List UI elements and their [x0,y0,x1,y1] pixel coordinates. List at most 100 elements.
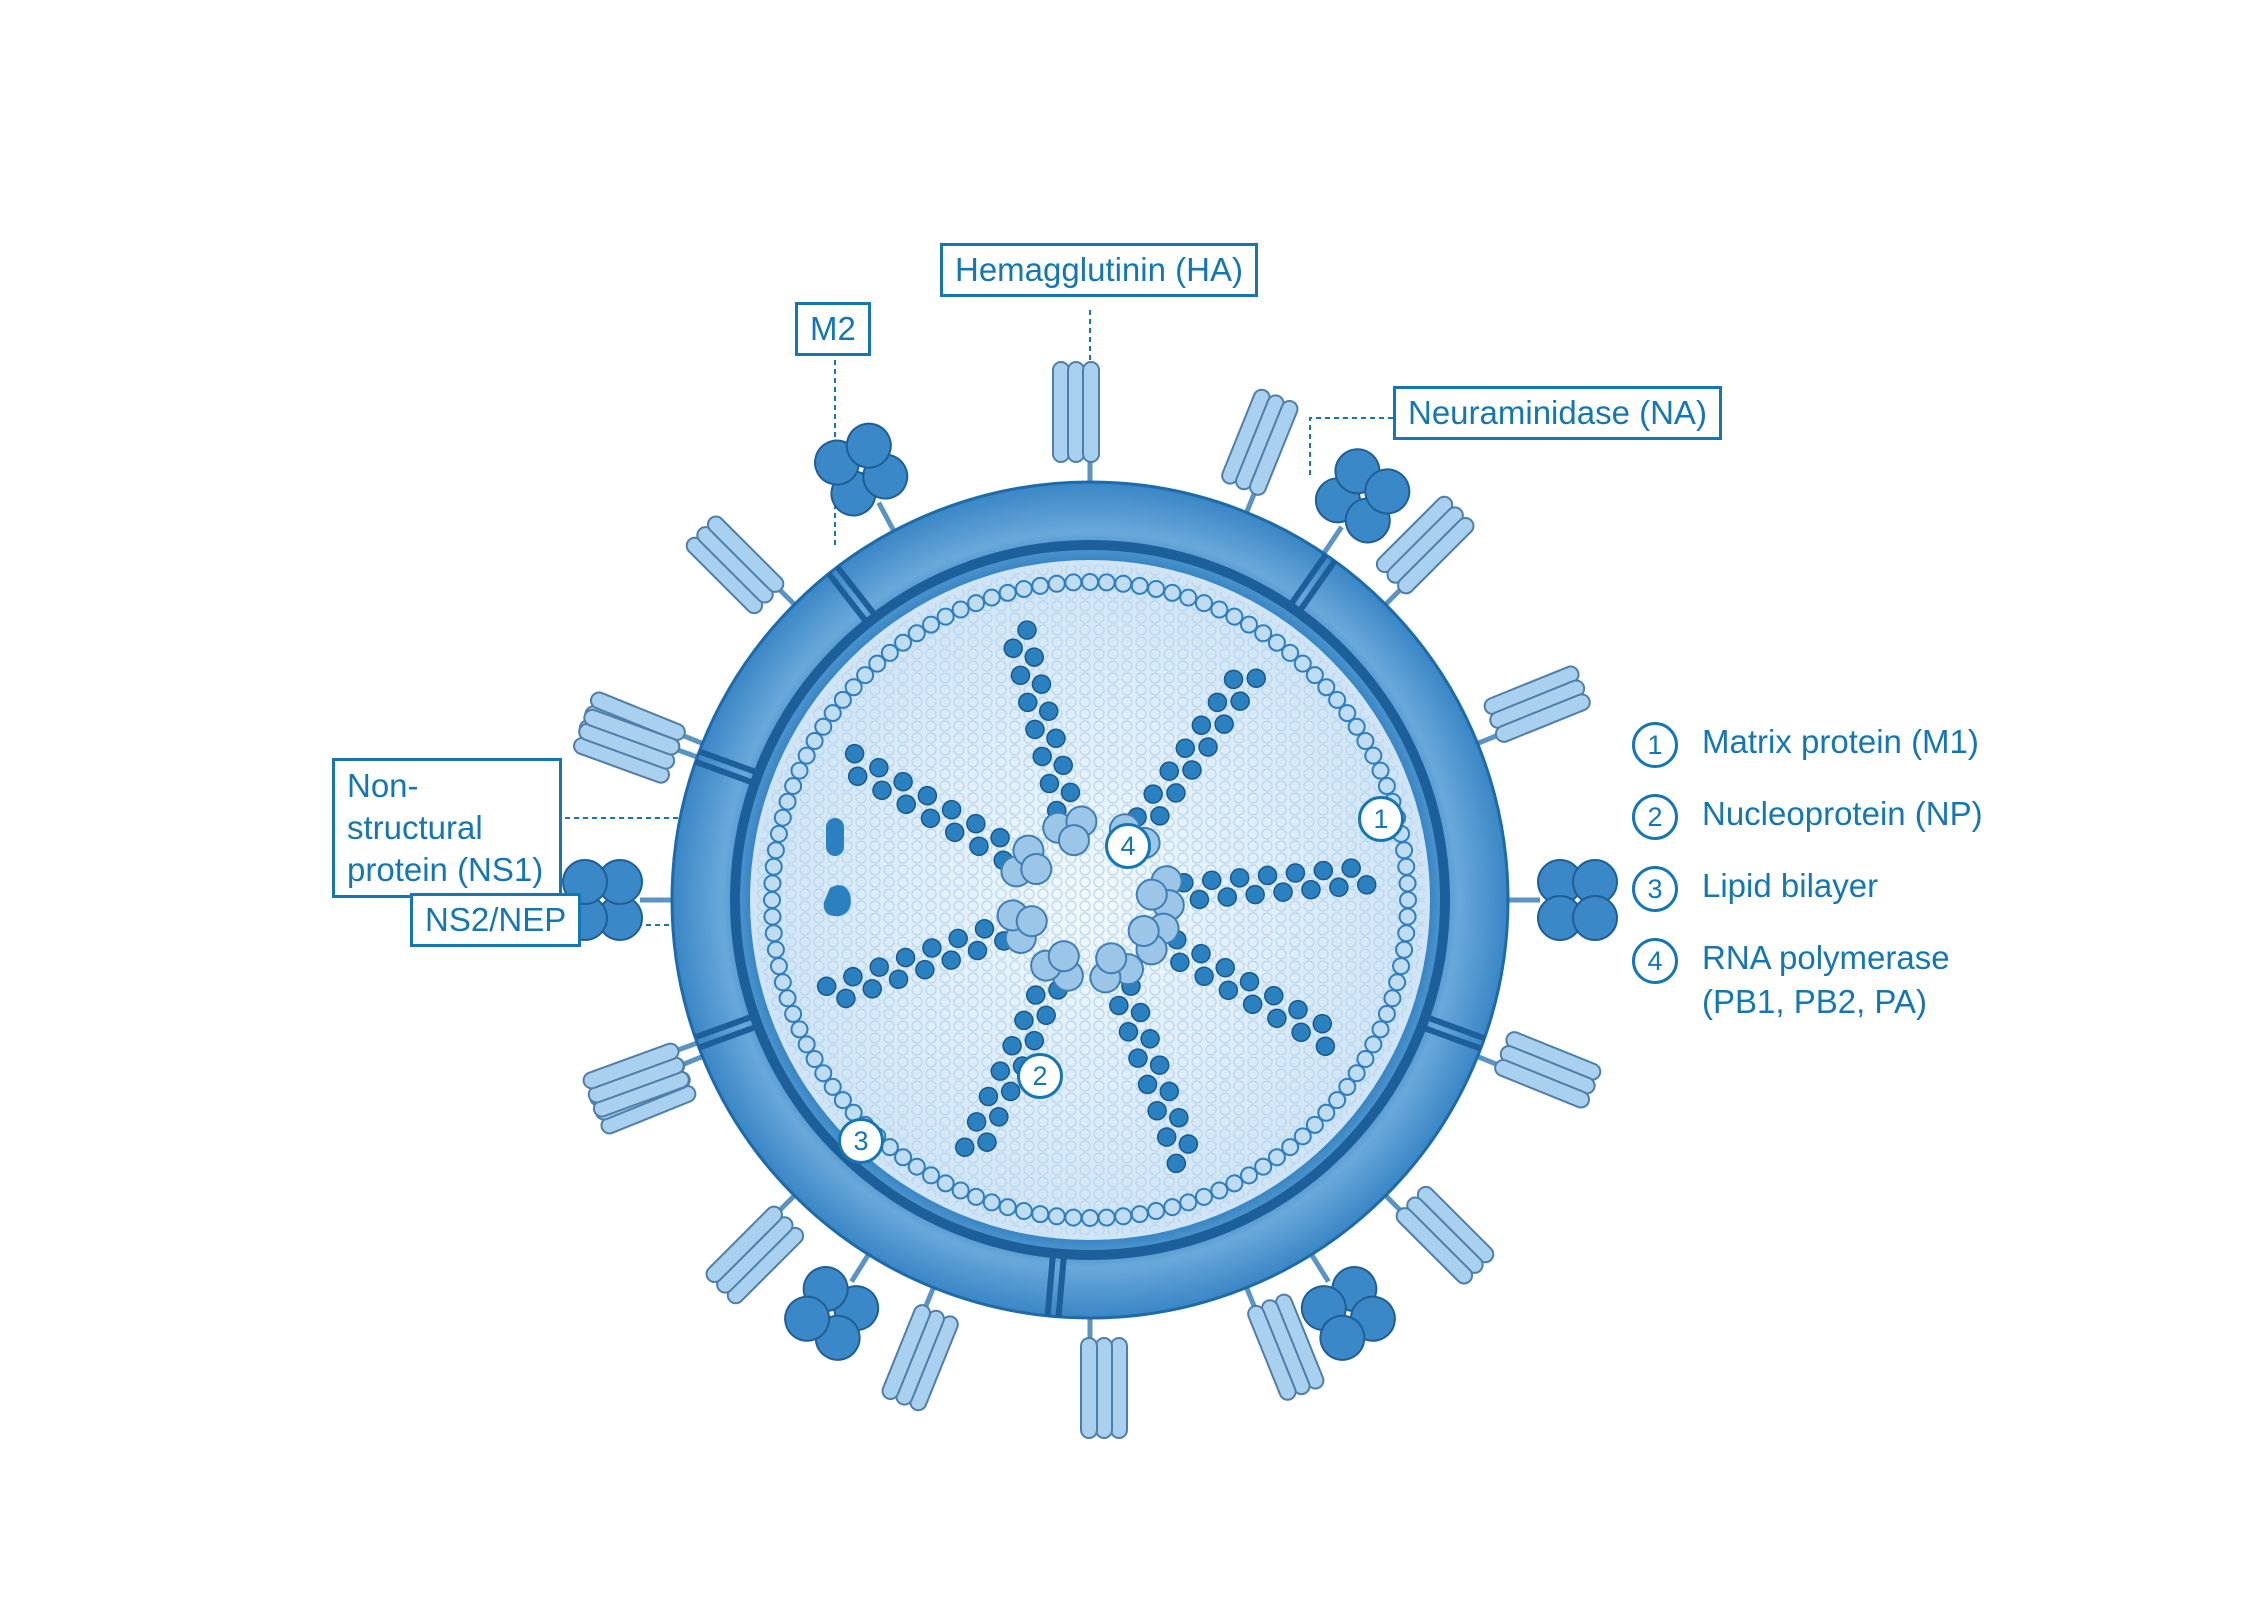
matrix-protein-unit [1114,1207,1133,1226]
matrix-protein-unit [1305,666,1324,685]
hemagglutinin-spike [1241,1279,1325,1401]
m2-channel [1044,1249,1068,1318]
spike-lobe [1247,1304,1297,1401]
viral-envelope [670,480,1510,1320]
legend-label: Nucleoprotein (NP) [1702,795,1983,832]
spike-lobe [1067,361,1085,463]
nucleoprotein-unit [1217,887,1238,907]
nucleoprotein-unit [896,794,916,815]
ns1-label-line2: protein (NS1) [347,851,544,888]
matrix-protein-unit [1377,1004,1396,1023]
matrix-protein-unit [1114,574,1133,593]
matrix-protein-unit [823,1077,842,1096]
hemagglutinin-spike [1378,1185,1495,1285]
matrix-protein-unit [868,654,887,673]
matrix-protein-unit [1130,1205,1149,1224]
nucleoprotein-unit [1140,1029,1160,1049]
matrix-protein-unit [1328,1091,1347,1110]
hemagglutinin-spike [881,1279,959,1412]
nucleoprotein-unit [1060,782,1081,803]
matrix-protein-unit [967,1187,986,1206]
spike-lobe [1082,361,1100,463]
nucleoprotein-unit [1341,858,1361,878]
spike-lobe [1249,399,1299,496]
matrix-protein-unit [1047,1207,1066,1226]
nucleoprotein-unit [977,1132,997,1152]
nucleoprotein-unit [1189,889,1210,910]
rnp-segment [1127,912,1336,1057]
legend-label-line1: RNA polymerase [1702,939,1950,976]
matrix-protein-unit [833,1091,852,1110]
na-head [845,422,892,469]
m2-bar [697,1022,762,1051]
ns-proteins [823,818,851,917]
core-texture [755,565,1425,1235]
nucleoprotein-unit [1242,994,1263,1015]
legend-number: 2 [1632,794,1678,840]
nucleoprotein-unit [1170,952,1190,973]
spike-lobe [1095,1337,1113,1439]
nucleoprotein-unit [969,836,989,857]
m2-label: M2 [795,302,871,356]
nucleoprotein-unit [1201,870,1222,891]
matrix-protein-unit [1047,574,1066,593]
nucleoprotein-unit [1245,884,1265,905]
nucleoprotein-unit [872,780,892,801]
matrix-protein-unit [894,633,913,652]
matrix-protein-unit [784,1004,803,1023]
matrix-protein-unit [1395,841,1414,860]
hemagglutinin-spike [685,515,802,615]
matrix-protein-unit [778,792,797,811]
nucleoprotein-unit [1313,860,1334,881]
nucleoprotein-unit [920,808,941,829]
legend-item-nucleoprotein: 2 Nucleoprotein (NP) [1632,794,2192,866]
nucleoprotein-unit [1149,1055,1170,1075]
nucleoprotein-unit [989,1107,1009,1127]
matrix-protein-unit [763,874,782,893]
nucleoprotein-unit [915,959,935,980]
nucleoprotein-unit [816,976,837,997]
nucleoprotein-unit [843,966,863,987]
matrix-protein-unit [1383,989,1402,1008]
nucleoprotein-unit [1230,691,1250,711]
spike-lobe [1494,1059,1591,1109]
nucleoprotein-unit [1002,1035,1022,1056]
na-head [784,1295,831,1342]
nucleoprotein-unit [1239,971,1260,992]
legend-item-matrix-protein: 1 Matrix protein (M1) [1632,722,2192,794]
matrix-protein-unit [814,1064,833,1083]
matrix-protein-unit [1281,1138,1300,1157]
nucleoprotein-unit [888,969,909,990]
hemagglutinin-spike [1469,1031,1602,1109]
nucleoprotein-unit [922,938,942,958]
hemagglutinin-spike [705,1188,805,1305]
nucleoprotein-unit [1032,746,1052,767]
nucleoprotein-unit [1003,638,1023,659]
legend-label: Matrix protein (M1) [1702,723,1979,760]
polymerase-subunit [1127,915,1160,947]
nucleoprotein-unit [1288,999,1308,1020]
matrix-protein-unit [1338,704,1357,723]
nucleoprotein-unit [1191,943,1211,964]
matrix-protein-unit [1254,1157,1273,1176]
matrix-protein-unit [1328,690,1347,709]
matrix-protein-unit [1317,1103,1336,1122]
marker-nucleoprotein: 2 [1017,1053,1063,1099]
nucleoprotein-unit [1229,868,1250,888]
ns2-protein [823,885,851,917]
matrix-protein-unit [769,957,788,976]
neuraminidase-label: Neuraminidase (NA) [1393,386,1722,440]
nucleoprotein-unit [917,785,938,806]
nucleoprotein-unit [1010,665,1031,686]
matrix-protein-unit [1064,573,1083,592]
matrix-protein-unit [1014,579,1033,598]
ns2-nep-label: NS2/NEP [410,893,582,947]
matrix-protein-unit [1347,717,1366,736]
ns1-label: Non-structural protein (NS1) [332,758,562,898]
nucleoprotein-unit [1264,985,1284,1006]
nucleoprotein-unit [1315,1036,1336,1057]
nucleoprotein-unit [978,1086,999,1107]
nucleoprotein-unit [1198,737,1218,757]
